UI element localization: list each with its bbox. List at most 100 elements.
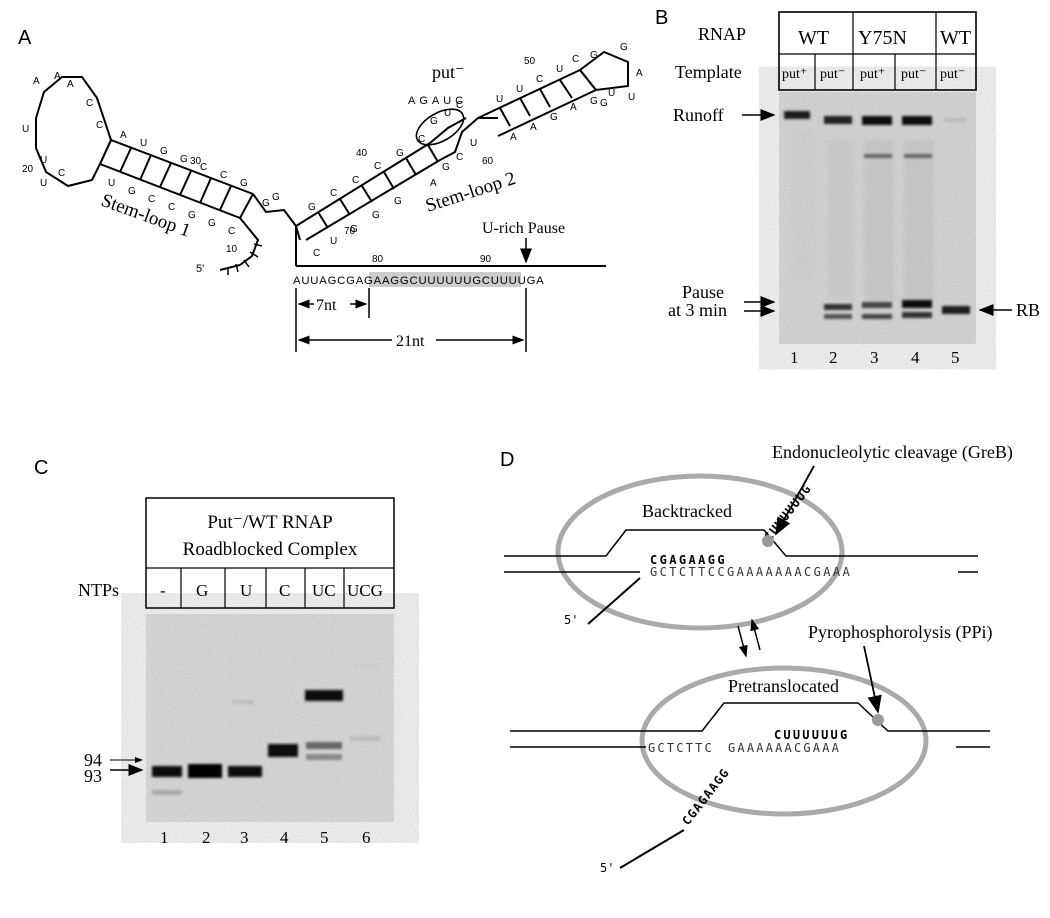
svg-text:put⁻: put⁻	[820, 67, 845, 82]
panel-d-diagram: Backtracked CGAGAAGG CUUUUUUG GCTCTTCCGA…	[504, 442, 1013, 875]
pretranslocated-complex-oval	[639, 665, 929, 817]
junction-backbone	[252, 193, 301, 241]
svg-text:A: A	[636, 68, 643, 79]
svg-text:G: G	[188, 210, 196, 221]
template-label: Template	[675, 62, 742, 82]
svg-text:50: 50	[524, 56, 536, 67]
svg-text:C: C	[456, 100, 463, 111]
svg-text:G: G	[442, 162, 450, 173]
gel-c-header-2: Roadblocked Complex	[183, 539, 358, 560]
five-prime-label: 5'	[196, 263, 204, 275]
svg-text:UC: UC	[312, 581, 336, 600]
svg-text:70: 70	[344, 226, 356, 237]
pause-label-1: Pause	[682, 282, 724, 302]
svg-text:20: 20	[22, 164, 34, 175]
backtracked-label: Backtracked	[642, 501, 732, 521]
sequence-highlight	[369, 272, 521, 287]
svg-text:2: 2	[829, 348, 838, 367]
svg-text:G: G	[372, 210, 380, 221]
five-prime-top: 5'	[564, 613, 578, 627]
ntps-label: NTPs	[78, 580, 119, 600]
pyro-label: Pyrophosphorolysis (PPi)	[808, 622, 993, 643]
svg-text:G: G	[430, 116, 438, 127]
gel-c-bands	[152, 664, 380, 795]
svg-text:5: 5	[951, 348, 960, 367]
svg-text:G: G	[394, 196, 402, 207]
svg-text:U: U	[40, 155, 47, 166]
svg-text:G: G	[160, 146, 168, 157]
svg-text:G: G	[262, 198, 270, 209]
svg-text:C: C	[456, 152, 463, 163]
marker-94: 94	[84, 750, 102, 770]
svg-text:U: U	[22, 124, 29, 135]
gel-c-lane-numbers: 1 2 3 4 5 6	[160, 828, 371, 847]
svg-text:-: -	[160, 581, 166, 600]
svg-text:G: G	[350, 224, 358, 235]
svg-text:4: 4	[280, 828, 289, 847]
svg-text:G: G	[240, 178, 248, 189]
svg-text:2: 2	[202, 828, 211, 847]
svg-text:80: 80	[372, 254, 384, 265]
put-label: put⁻	[432, 62, 465, 82]
backtracked-complex-oval	[555, 473, 845, 631]
svg-text:G: G	[600, 98, 608, 109]
svg-text:40: 40	[356, 148, 368, 159]
panel-c-gel: Put⁻/WT RNAP Roadblocked Complex NTPs - …	[78, 497, 395, 847]
svg-text:C: C	[86, 98, 93, 109]
panel-d-label: D	[500, 449, 514, 471]
svg-text:90: 90	[480, 254, 492, 265]
svg-text:A: A	[67, 79, 74, 90]
svg-text:G: G	[590, 50, 598, 61]
svg-text:A: A	[510, 132, 517, 143]
svg-text:4: 4	[911, 348, 920, 367]
svg-text:U: U	[608, 88, 615, 99]
svg-text:30: 30	[190, 156, 202, 167]
gel-c-header-1: Put⁻/WT RNAP	[207, 512, 332, 533]
svg-text:U: U	[108, 178, 115, 189]
svg-text:G: G	[208, 218, 216, 229]
svg-text:C: C	[220, 170, 227, 181]
panel-b-gel: RNAP Template WT Y75N WT put⁺ put⁻ put⁺ …	[668, 11, 1040, 367]
svg-text:G: G	[180, 154, 188, 165]
svg-text:1: 1	[790, 348, 799, 367]
svg-text:U: U	[40, 178, 47, 189]
svg-text:5: 5	[320, 828, 329, 847]
svg-text:G: G	[590, 96, 598, 107]
pyro-site-dot	[872, 714, 884, 726]
svg-text:U: U	[444, 108, 451, 119]
pretranslocated-label: Pretranslocated	[728, 676, 839, 696]
svg-text:C: C	[168, 202, 175, 213]
dist-7nt-label: 7nt	[316, 297, 337, 314]
svg-text:3: 3	[240, 828, 249, 847]
rna-pretranslocated-bold: CUUUUUUG	[774, 728, 849, 742]
ntp-conditions: - G U C UC UCG	[160, 581, 383, 600]
svg-text:C: C	[58, 168, 65, 179]
svg-text:3: 3	[870, 348, 879, 367]
stem-loop-2-label: Stem-loop 2	[423, 168, 518, 217]
svg-text:C: C	[279, 581, 290, 600]
gel-b-lane-numbers: 1 2 3 4 5	[790, 348, 960, 367]
svg-text:C: C	[418, 134, 425, 145]
svg-text:1: 1	[160, 828, 169, 847]
nucleotide-numbers: 10 20 30 40 50 60 70 80 90	[22, 56, 536, 265]
panel-c-label: C	[34, 457, 48, 479]
svg-text:G: G	[396, 148, 404, 159]
svg-text:U: U	[240, 581, 252, 600]
base-letters: A A C C A U U C U A U G G C C G U G C C …	[22, 42, 643, 259]
svg-text:6: 6	[362, 828, 371, 847]
stem-loop-1-label: Stem-loop 1	[98, 190, 193, 242]
svg-text:C: C	[228, 226, 235, 237]
gel-b-bands	[784, 111, 970, 319]
svg-text:C: C	[200, 162, 207, 173]
svg-text:A: A	[120, 130, 127, 141]
put-sequence: AGAUC	[408, 95, 467, 107]
svg-text:C: C	[536, 74, 543, 85]
svg-text:G: G	[620, 42, 628, 53]
svg-text:C: C	[374, 161, 381, 172]
svg-text:U: U	[628, 92, 635, 103]
loop1-backbone	[35, 76, 113, 188]
rnap-group-wt: WT	[798, 27, 829, 49]
svg-text:C: C	[313, 248, 320, 259]
gel-b-lane-smear	[790, 130, 934, 300]
